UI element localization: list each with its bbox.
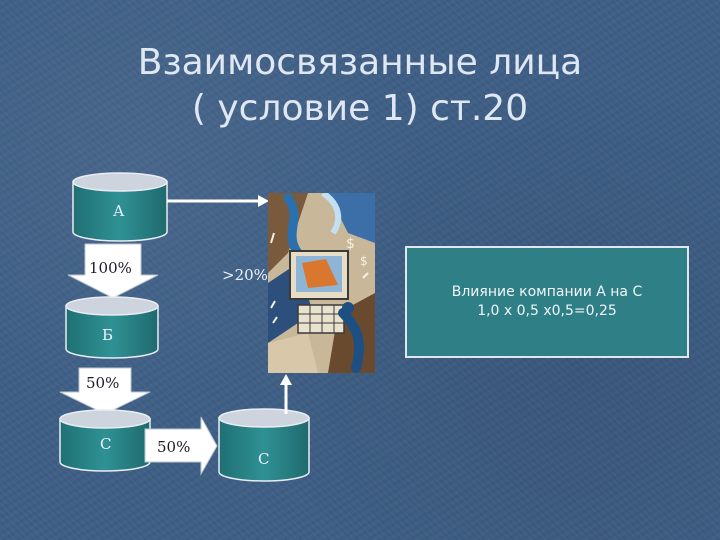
businessman-computer-picture: $ $ [268,193,375,373]
info-line-2: 1,0 х 0,5 х0,5=0,25 [477,303,617,319]
block-arrow-c-to-c [144,416,218,476]
cylinder-c-left [59,409,151,472]
arrow-a-b-percent: 100% [89,259,132,277]
cylinder-a [72,172,168,242]
arrow-c-c-percent: 50% [157,438,191,456]
cylinder-b [65,296,159,359]
svg-text:$: $ [360,254,368,268]
info-line-1: Влияние компании А на С [451,284,643,300]
arrow-a-to-picture [167,195,269,207]
clipart-icon: $ $ [268,193,375,373]
cylinder-c-right [218,408,310,482]
node-c-right-label: С [258,450,270,468]
influence-info-box: Влияние компании А на С 1,0 х 0,5 х0,5=0… [405,246,689,358]
arrow-picture-percent: >20% [222,266,268,284]
block-arrow-a-to-b [67,243,159,299]
arrow-c-to-picture [280,374,292,414]
title-line-1: Взаимосвязанные лица [137,42,583,83]
arrow-b-c-percent: 50% [86,374,120,392]
svg-text:$: $ [346,236,355,252]
slide-title: Взаимосвязанные лица ( условие 1) ст.20 [0,40,720,132]
block-arrow-b-to-c [59,367,151,415]
title-line-2: ( условие 1) ст.20 [191,88,529,129]
node-c-left-label: С [100,435,112,453]
node-b-label: Б [102,326,114,344]
node-a-label: А [113,202,125,220]
